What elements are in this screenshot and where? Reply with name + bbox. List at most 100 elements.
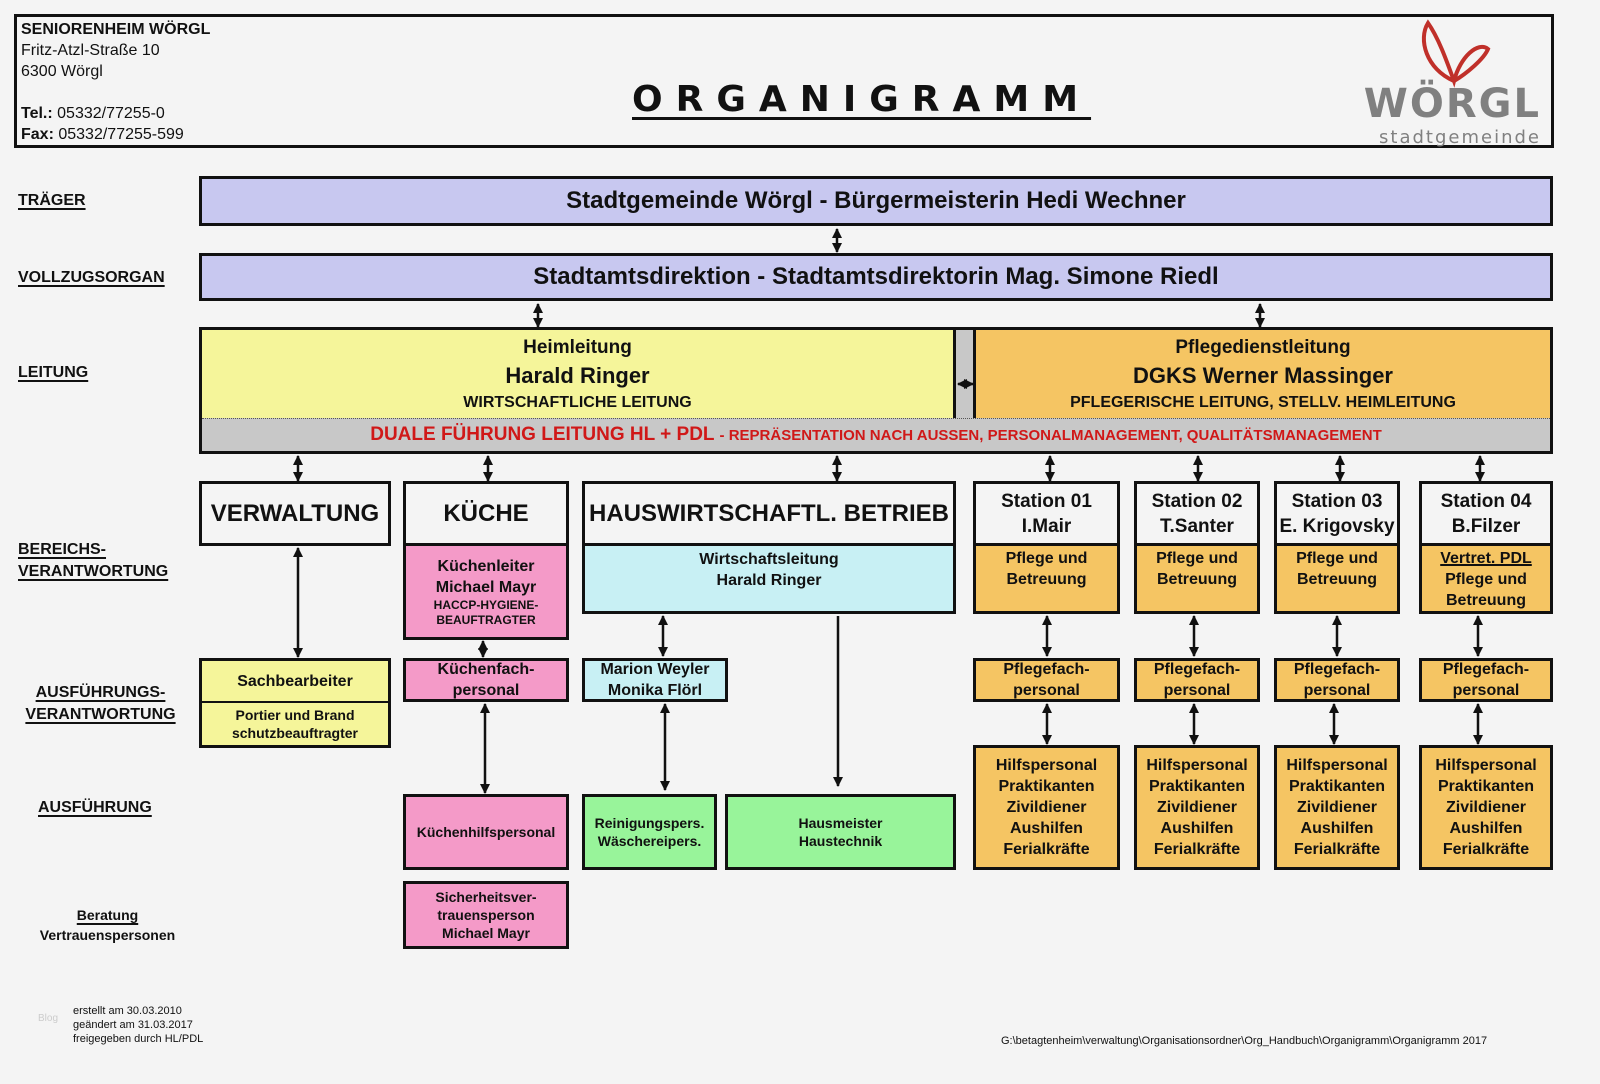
box-vollzugsorgan[interactable]: Stadtamtsdirektion - Stadtamtsdirektorin…: [199, 253, 1553, 301]
station-lead-name: B.Filzer: [1451, 515, 1521, 537]
haccp-line2: BEAUFTRAGTER: [436, 612, 536, 627]
level-label-ausf-line1: AUSFÜHRUNGS-: [35, 684, 166, 701]
fach-line2: personal: [1303, 682, 1371, 699]
tel-value: 05332/77255-0: [57, 105, 165, 122]
station-extra-role: Vertret. PDL: [1440, 550, 1532, 567]
level-label-ausf-verantwortung: AUSFÜHRUNGS- VERANTWORTUNG: [18, 682, 183, 726]
page-title: ORGANIGRAMM: [632, 79, 1092, 120]
box-hauswirtschaft[interactable]: HAUSWIRTSCHAFTL. BETRIEB Wirtschaftsleit…: [582, 481, 956, 614]
fax-label: Fax:: [21, 126, 54, 143]
help-role: Aushilfen: [1010, 820, 1083, 837]
traeger-text: Stadtgemeinde Wörgl - Bürgermeisterin He…: [566, 187, 1186, 214]
station-title: Station 03: [1291, 490, 1383, 512]
sicher-line2: trauensperson: [437, 907, 535, 923]
sachbearbeiter-text: Sachbearbeiter: [237, 672, 353, 690]
header: SENIORENHEIM WÖRGL Fritz-Atzl-Straße 10 …: [14, 14, 1554, 148]
fach-line2: personal: [1452, 682, 1520, 699]
city: 6300 Wörgl: [21, 63, 103, 80]
help-role: Praktikanten: [998, 778, 1095, 795]
rein-line1: Reinigungspers.: [594, 815, 705, 831]
dual-rest: - REPRÄSENTATION NACH AUSSEN, PERSONALMA…: [719, 426, 1382, 444]
box-heimleitung[interactable]: Heimleitung Harald Ringer WIRTSCHAFTLICH…: [199, 327, 956, 421]
pflegedienst-sub: PFLEGERISCHE LEITUNG, STELLV. HEIMLEITUN…: [1070, 394, 1456, 411]
level-label-traeger: TRÄGER: [18, 192, 86, 209]
box-station-1[interactable]: Station 01 I.Mair Pflege und Betreuung: [973, 481, 1120, 614]
hauswirtschaft-head-cell: HAUSWIRTSCHAFTL. BETRIEB: [585, 484, 953, 546]
verwaltung-head: VERWALTUNG: [210, 499, 380, 527]
fach-line1: Pflegefach-: [1153, 661, 1241, 678]
kuechenleiter-cell: Küchenleiter Michael Mayr HACCP-HYGIENE-…: [406, 546, 566, 637]
kuechenfach-line2: personal: [452, 682, 520, 699]
station-lead-name: E. Krigovsky: [1279, 515, 1395, 537]
level-label-vollzugsorgan: VOLLZUGSORGAN: [18, 269, 165, 286]
watermark: Blog: [38, 1013, 59, 1024]
station-care-line1: Pflege und: [1296, 550, 1378, 567]
footer-changed: geändert am 31.03.2017: [73, 1019, 193, 1031]
box-verwaltung[interactable]: VERWALTUNG: [199, 481, 391, 546]
help-role: Aushilfen: [1449, 820, 1523, 837]
kuechenleiter-role: Küchenleiter: [437, 557, 535, 575]
portier-cell: Portier und Brand schutzbeauftragter: [202, 703, 388, 745]
station-title: Station 01: [1001, 490, 1092, 512]
help-role: Praktikanten: [1288, 778, 1386, 795]
kueche-head: KÜCHE: [443, 499, 529, 527]
box-sachbearbeiter[interactable]: Sachbearbeiter Portier und Brand schutzbe…: [199, 658, 391, 748]
heimleitung-sub: WIRTSCHAFTLICHE LEITUNG: [463, 394, 692, 411]
station-care-cell: Pflege und Betreuung: [976, 546, 1117, 611]
box-kueche[interactable]: KÜCHE Küchenleiter Michael Mayr HACCP-HY…: [403, 481, 569, 640]
box-kuechenhilfspersonal[interactable]: Küchenhilfspersonal: [403, 794, 569, 870]
level-label-bereich-line1: BEREICHS-: [18, 541, 107, 558]
station-title: Station 04: [1440, 490, 1532, 512]
kuechenleiter-name: Michael Mayr: [435, 578, 537, 596]
box-pflegefachpersonal-4[interactable]: Pflegefach-personal: [1419, 658, 1553, 702]
box-pflegefachpersonal-2[interactable]: Pflegefach-personal: [1134, 658, 1260, 702]
box-station-4[interactable]: Station 04 B.Filzer Vertret. PDL Pflege …: [1419, 481, 1553, 614]
box-station-3[interactable]: Station 03 E. Krigovsky Pflege und Betre…: [1274, 481, 1400, 614]
help-role: Hilfspersonal: [1146, 757, 1248, 774]
org-name: SENIORENHEIM WÖRGL: [21, 21, 211, 38]
level-label-ausfuehrung: AUSFÜHRUNG: [38, 799, 152, 816]
fach-line1: Pflegefach-: [1293, 661, 1381, 678]
help-role: Ferialkräfte: [1442, 841, 1530, 858]
help-role: Zivildiener: [1445, 799, 1527, 816]
box-pflegedienstleitung[interactable]: Pflegedienstleitung DGKS Werner Massinge…: [973, 327, 1553, 421]
sachbearbeiter-cell: Sachbearbeiter: [202, 661, 388, 703]
fax-value: 05332/77255-599: [58, 126, 184, 143]
box-traeger[interactable]: Stadtgemeinde Wörgl - Bürgermeisterin He…: [199, 176, 1553, 226]
dual-leadership-bar: DUALE FÜHRUNG LEITUNG HL + PDL - REPRÄSE…: [202, 418, 1550, 451]
help-role: Zivildiener: [1006, 799, 1087, 816]
heimleitung-name: Harald Ringer: [505, 363, 650, 388]
help-role: Ferialkräfte: [1003, 841, 1090, 858]
portier-line2: schutzbeauftragter: [231, 725, 359, 741]
station-care-cell: Pflege und Betreuung: [1137, 546, 1257, 611]
pflegedienst-role: Pflegedienstleitung: [1175, 337, 1351, 358]
box-station-2[interactable]: Station 02 T.Santer Pflege und Betreuung: [1134, 481, 1260, 614]
box-pflegefachpersonal-1[interactable]: Pflegefach-personal: [973, 658, 1120, 702]
box-kuechenfachpersonal[interactable]: Küchenfach-personal: [403, 658, 569, 702]
station-care-cell: Pflege und Betreuung: [1277, 546, 1397, 611]
sicher-line1: Sicherheitsver-: [435, 889, 537, 905]
haccp-line1: HACCP-HYGIENE-: [433, 597, 539, 612]
help-role: Praktikanten: [1148, 778, 1246, 795]
help-role: Hilfspersonal: [1286, 757, 1388, 774]
street: Fritz-Atzl-Straße 10: [21, 42, 160, 59]
portier-line1: Portier und Brand: [235, 707, 355, 723]
box-pflegefachpersonal-3[interactable]: Pflegefach-personal: [1274, 658, 1400, 702]
level-label-ausf-line2: VERANTWORTUNG: [25, 706, 176, 723]
station-care-line2: Betreuung: [1157, 571, 1237, 588]
box-reinigung[interactable]: Reinigungspers.Wäschereipers.: [582, 794, 717, 870]
help-role: Praktikanten: [1437, 778, 1535, 795]
station-lead-name: I.Mair: [1021, 515, 1072, 537]
footer-created: erstellt am 30.03.2010: [73, 1005, 182, 1017]
help-role: Zivildiener: [1296, 799, 1378, 816]
fach-line1: Pflegefach-: [1442, 661, 1530, 678]
